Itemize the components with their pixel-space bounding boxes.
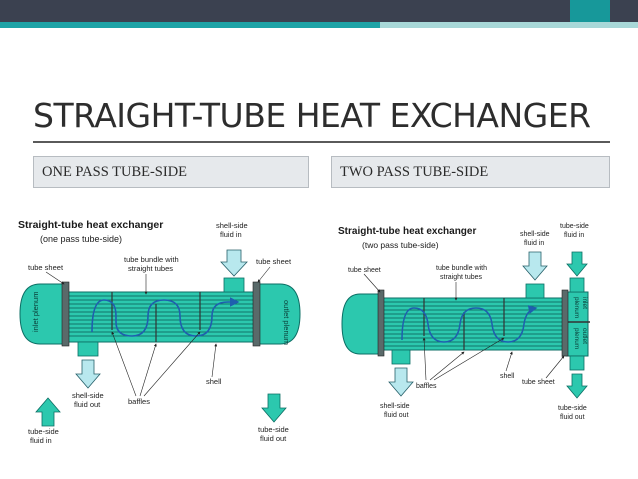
d1-label-tube-bundle-2: straight tubes xyxy=(128,264,173,273)
d2-return-plenum xyxy=(341,293,381,355)
d1-label-shell-in: shell-side xyxy=(216,221,248,230)
d2-label-shell-in: shell-side xyxy=(520,231,550,238)
d1-outlet-plenum-label: outlet plenum xyxy=(282,300,291,345)
d1-tube-out-arrow xyxy=(261,393,287,423)
d1-outlet-plenum xyxy=(257,283,301,345)
column-header-two-pass-label: TWO PASS TUBE-SIDE xyxy=(340,164,489,180)
d2-label-tube-in-2: fluid in xyxy=(564,232,584,239)
d1-label-tube-sheet-right: tube sheet xyxy=(256,257,292,266)
d1-shell-outlet-nozzle xyxy=(77,341,99,357)
d2-tube-inlet-nozzle xyxy=(569,277,585,293)
top-banner xyxy=(0,0,638,22)
d2-label-tube-out-2: fluid out xyxy=(560,414,585,421)
top-banner-corner xyxy=(612,0,638,22)
d1-label-baffles: baffles xyxy=(128,397,150,406)
d1-label-shell-out-2: fluid out xyxy=(74,400,101,409)
d2-shell-flow-arrow xyxy=(401,305,538,343)
d1-label-shell-out: shell-side xyxy=(72,391,104,400)
diagram-two-pass-svg: Straight-tube heat exchanger (two pass t… xyxy=(338,223,590,421)
d1-title: Straight-tube heat exchanger xyxy=(18,219,163,231)
d2-plenum-label-2: plenum xyxy=(573,328,580,349)
d1-label-shell: shell xyxy=(206,377,222,386)
d2-tube-outlet-nozzle xyxy=(569,355,585,371)
diagram-one-pass: Straight-tube heat exchanger (one pass t… xyxy=(16,212,306,452)
d1-leader-lines xyxy=(45,266,271,397)
d2-shell-outlet-nozzle xyxy=(391,349,411,365)
d2-shell-out-arrow xyxy=(388,367,414,397)
d2-label-shell-out: shell-side xyxy=(380,403,410,410)
d1-label-tube-bundle: tube bundle with xyxy=(124,255,179,264)
d2-label-tube-in: tube-side xyxy=(560,223,589,230)
d1-label-tube-in: tube-side xyxy=(28,427,59,436)
d2-label-tube-bundle-2: straight tubes xyxy=(440,274,483,281)
diagram-two-pass: Straight-tube heat exchanger (two pass t… xyxy=(336,218,606,438)
d1-shell-inlet-nozzle xyxy=(223,277,245,293)
column-header-one-pass-label: ONE PASS TUBE-SIDE xyxy=(42,164,188,180)
d2-shell-in-arrow xyxy=(522,251,548,281)
d2-label-tube-sheet-left: tube sheet xyxy=(348,267,381,274)
d1-shell-in-arrow xyxy=(220,249,248,277)
d1-subtitle: (one pass tube-side) xyxy=(40,234,122,244)
diagram-one-pass-svg: Straight-tube heat exchanger (one pass t… xyxy=(18,219,301,445)
d2-label-shell-out-2: fluid out xyxy=(384,412,409,419)
top-banner-accent xyxy=(570,0,610,22)
d1-tube-sheet-left xyxy=(61,281,70,347)
title-underline xyxy=(33,141,610,143)
d2-label-shell: shell xyxy=(500,373,515,380)
d1-label-shell-in-2: fluid in xyxy=(220,230,242,239)
d1-shell-flow-arrow xyxy=(91,297,240,337)
d2-tube-in-arrow xyxy=(566,251,588,277)
d1-shell-out-arrow xyxy=(75,359,101,389)
d2-inlet-label: inlet xyxy=(581,297,588,309)
d2-label-tube-bundle: tube bundle with xyxy=(436,265,487,272)
d1-label-tube-in-2: fluid in xyxy=(30,436,52,445)
d1-label-tube-out: tube-side xyxy=(258,425,289,434)
d2-label-baffles: baffles xyxy=(416,383,437,390)
d2-label-shell-in-2: fluid in xyxy=(524,240,544,247)
d1-tube-bundle xyxy=(64,295,258,337)
column-header-one-pass: ONE PASS TUBE-SIDE xyxy=(33,156,309,188)
teal-stripe-light xyxy=(380,22,638,28)
d1-inlet-plenum xyxy=(19,283,65,345)
d1-tube-sheet-right xyxy=(252,281,261,347)
d2-tube-sheet-left xyxy=(377,289,385,357)
d2-title: Straight-tube heat exchanger xyxy=(338,226,476,237)
d1-label-tube-out-2: fluid out xyxy=(260,434,287,443)
column-header-two-pass: TWO PASS TUBE-SIDE xyxy=(331,156,610,188)
d2-subtitle: (two pass tube-side) xyxy=(362,240,439,250)
d1-label-tube-sheet-left: tube sheet xyxy=(28,263,64,272)
d2-label-tube-out: tube-side xyxy=(558,405,587,412)
d2-baffles xyxy=(423,298,505,350)
d1-baffles xyxy=(111,292,201,342)
d1-inlet-plenum-label: inlet plenum xyxy=(31,292,40,332)
teal-stripe xyxy=(0,22,638,28)
d2-tube-out-arrow xyxy=(566,373,588,399)
d2-tube-sheet-right xyxy=(561,289,569,357)
d2-leader-lines xyxy=(363,273,565,381)
slide-title: STRAIGHT-TUBE HEAT EXCHANGER xyxy=(33,96,591,135)
d2-outlet-label: outlet xyxy=(581,328,588,344)
d1-tube-in-arrow xyxy=(35,397,61,427)
d2-label-tube-sheet-right: tube sheet xyxy=(522,379,555,386)
d2-plenum-label-1: plenum xyxy=(573,297,580,318)
d2-shell-inlet-nozzle xyxy=(525,283,545,299)
